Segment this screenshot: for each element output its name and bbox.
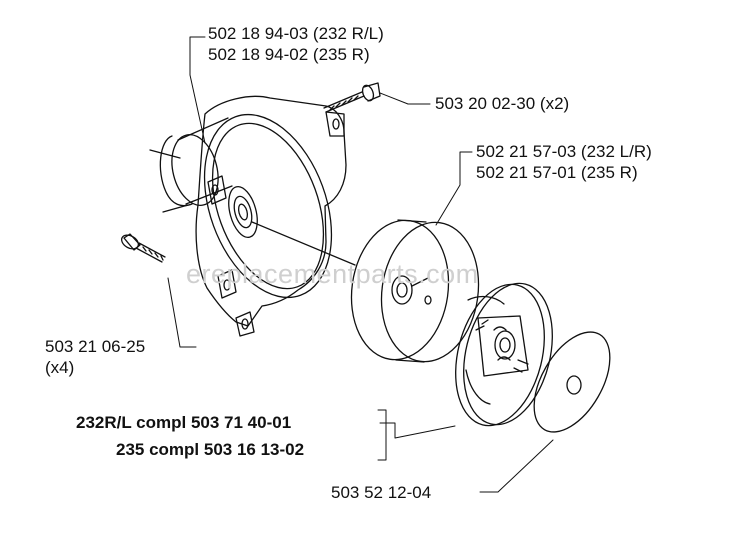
kit-bracket (377, 409, 387, 461)
clutch-shoes (455, 282, 553, 427)
kit-235-part-number: 235 compl 503 16 13-02 (116, 440, 305, 459)
top-screw (323, 82, 381, 113)
side-screw-quantity: (x4) (45, 358, 75, 377)
washer (533, 331, 611, 433)
side-screw-part-number: 503 21 06-25 (45, 337, 146, 356)
side-screw (120, 233, 166, 263)
washer-part-number: 503 52 12-04 (331, 483, 432, 502)
housing-part-number-235: 502 18 94-02 (235 R) (208, 45, 370, 64)
drum-part-number-235: 502 21 57-01 (235 R) (476, 163, 638, 182)
clutch-housing (149, 95, 356, 337)
leader-lines (167, 36, 554, 493)
clutch-drum (350, 219, 480, 363)
watermark: ereplacementparts.com (186, 259, 479, 289)
housing-part-number-232: 502 18 94-03 (232 R/L) (208, 24, 384, 43)
kit-232-part-number: 232R/L compl 503 71 40-01 (76, 413, 292, 432)
drum-part-number-232: 502 21 57-03 (232 L/R) (476, 142, 652, 161)
top-screw-part-number: 503 20 02-30 (x2) (435, 94, 570, 113)
